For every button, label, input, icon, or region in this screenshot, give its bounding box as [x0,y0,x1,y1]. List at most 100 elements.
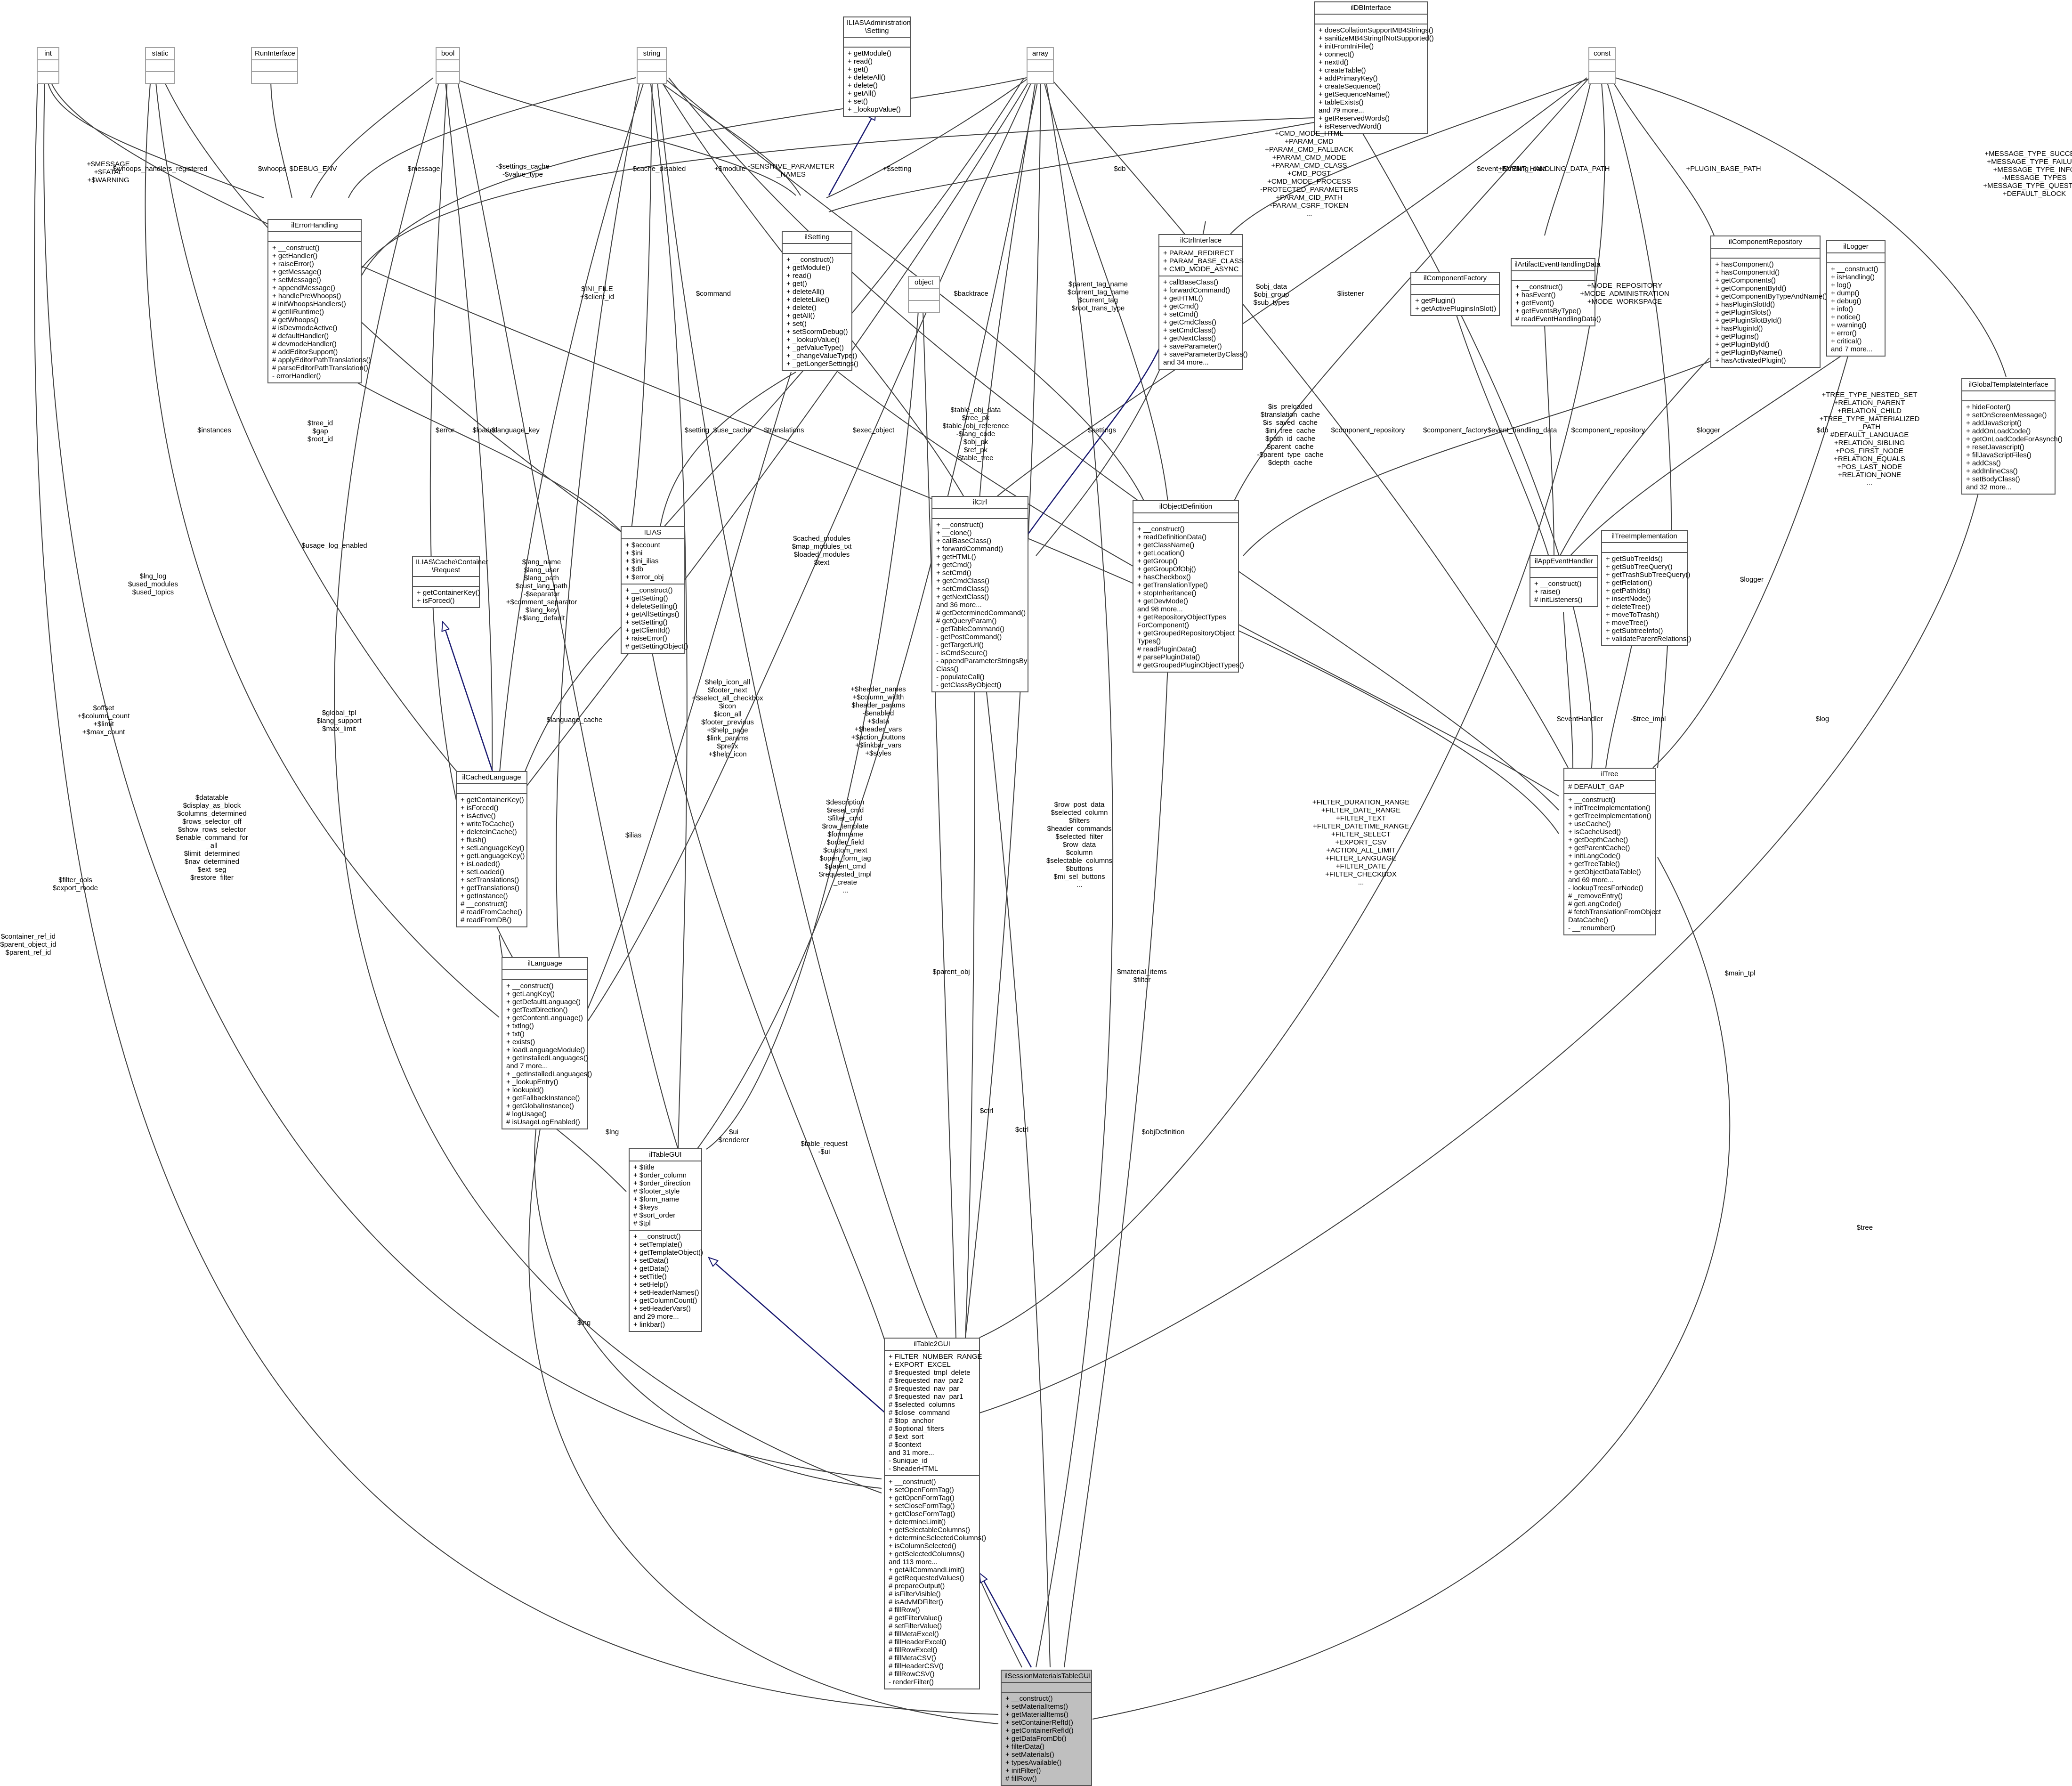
edge-label-line: $backtrace [954,290,988,298]
class-objectdefinition[interactable]: ilObjectDefinition+ __construct()+ readD… [1133,500,1244,673]
edge-string-cachedlanguage [499,77,646,778]
edge-label-line: $tree_pk [962,414,990,422]
class-methods: + callBaseClass()+ forwardCommand()+ get… [1159,276,1248,369]
edge-label-line: $gap [312,427,328,435]
edge-label-line: $INI_FILE [581,285,613,293]
class-method: # parseEditorPathTranslation() [272,364,368,372]
class-method: and 79 more... [1319,106,1364,114]
class-array[interactable]: array [1027,47,1054,84]
class-table2gui[interactable]: ilTable2GUI+ FILTER_NUMBER_RANGE+ EXPORT… [884,1338,986,1689]
class-method: + getReservedWords() [1319,114,1390,122]
class-method: + setHelp() [633,1281,668,1289]
edge-int-main [34,77,999,1715]
class-artifacteventhandlingdata[interactable]: ilArtifactEventHandlingData+ __construct… [1511,258,1601,326]
class-ilias[interactable]: ILIAS+ $account+ $ini+ $ini_ilias+ $db+ … [621,526,688,654]
edge-label: $event_handling_data [1477,165,1546,173]
edge-label: -$tree_impl [1630,715,1666,723]
class-attribute: + $account [625,541,660,549]
class-method: + getGroupOfObj() [1137,565,1196,573]
class-language[interactable]: ilLanguage+ __construct()+ getLangKey()+… [502,957,592,1129]
edge-label-line: +PARAM_CMD_CLASS [1271,162,1347,170]
class-method: + resetJavascript() [1966,443,2024,451]
class-method: + set() [848,97,868,106]
class-method: + setData() [633,1257,669,1265]
class-setting[interactable]: ilSetting+ __construct()+ getModule()+ r… [782,231,858,371]
class-componentfactory[interactable]: ilComponentFactory+ getPlugin()+ getActi… [1410,272,1500,316]
class-runinterface[interactable]: RunInterface [251,47,298,84]
class-method: + insertNode() [1606,595,1651,603]
class-name: ilSetting [783,232,851,244]
class-bool[interactable]: bool [436,47,460,84]
class-method: + getEvent() [1515,299,1554,307]
class-attributes [1827,253,1885,263]
edge-label-line: $tree [1856,1224,1873,1232]
class-name-line: \Setting [865,27,889,35]
class-admin-setting[interactable]: ILIAS\Administration\Setting+ getModule(… [843,16,911,117]
class-globaltemplateinterface[interactable]: ilGlobalTemplateInterface+ hideFooter()+… [1961,378,2063,495]
class-dbinterface[interactable]: ilDBInterface+ doesCollationSupportMB4St… [1314,1,1434,134]
class-method: + getSetting() [625,594,668,602]
edge-label-line: -$lang_code [956,430,996,438]
class-method: + deleteTree() [1606,603,1651,611]
edge-label-line: -$event_handling_data [1485,426,1557,434]
edge-label-line: $translation_cache [1261,411,1320,419]
edge-object-table2gui [923,310,956,1338]
edge-label-line: +FILTER_DATETIME_RANGE [1312,822,1409,830]
class-methods: + __construct()+ setTemplate()+ getTempl… [630,1231,703,1331]
edge-label-line: +RELATION_EQUALS [1834,455,1905,463]
edge-label-line: $custom_next [823,846,867,854]
class-componentrepository[interactable]: ilComponentRepository+ hasComponent()+ h… [1710,235,1827,368]
edge-label-line: $datatable [195,794,229,802]
class-method: # getSettingObject() [625,642,688,650]
class-method: # fillRow() [1005,1775,1037,1783]
edge-bool-table2gui [333,77,882,1494]
class-ctrlinterface[interactable]: ilCtrlInterface+ PARAM_REDIRECT+ PARAM_B… [1158,234,1248,370]
edge-label-line: +$linkbar_vars [855,741,901,749]
edge-label-line: $db [1816,426,1829,434]
class-errorhandling[interactable]: ilErrorHandling+ __construct()+ getHandl… [267,219,371,383]
class-int[interactable]: int [37,47,59,84]
class-attribute: + $order_direction [633,1179,691,1187]
class-method: + getTreeTable() [1568,860,1620,868]
class-treeimplementation[interactable]: ilTreeImplementation+ getSubTreeIds()+ g… [1601,530,1691,646]
edge-const-artifact [1544,77,1592,236]
class-method: - getPostCommand() [936,633,1002,641]
class-ctrl[interactable]: ilCtrl+ __construct()+ __clone()+ callBa… [931,496,1028,692]
class-attributes [1002,1683,1091,1693]
class-methods: + __construct()+ getLangKey()+ getDefaul… [502,980,592,1128]
class-method: + txt() [506,1030,525,1038]
class-tablegui[interactable]: ilTableGUI+ $title+ $order_column+ $orde… [629,1148,703,1332]
edge-setting-ilias [659,372,796,533]
class-method: + setHeaderVars() [633,1305,691,1313]
edge-label: $db [1816,426,1828,434]
class-logger[interactable]: ilLogger+ __construct()+ isHandling()+ l… [1826,240,1886,357]
class-name: ilComponentFactory [1411,273,1499,285]
edge-label: $lng_log$used_modules$used_topics [128,572,178,596]
class-const[interactable]: const [1588,47,1616,84]
class-method: + callBaseClass() [936,537,992,545]
edge-label-line: $header_commands [1047,825,1112,833]
edge-label-line: $buttons [1066,865,1093,873]
edge-label: +$header_names+$column_width$header_para… [850,685,906,757]
class-name-line: ilDBInterface [1351,4,1391,12]
class-method: + setHeaderNames() [633,1289,699,1297]
class-attribute: + FILTER_NUMBER_RANGE [889,1353,982,1361]
class-cachecontainer-request[interactable]: ILIAS\Cache\Container\Request+ getContai… [412,556,488,608]
edge-label-line: $logger [1740,576,1764,584]
inherit-cachedlanguage-request [443,622,495,778]
class-method: + __construct() [272,244,320,252]
edge-label: $obj_data$obj_group$sub_types [1254,283,1290,307]
class-string[interactable]: string [637,47,667,84]
class-sessionmaterialstablegui[interactable]: ilSessionMaterialsTableGUI+ __construct(… [1001,1670,1092,1786]
class-object[interactable]: object [908,276,940,313]
class-method: - getClassByObject() [936,681,1002,689]
class-tree[interactable]: ilTree# DEFAULT_GAP+ __construct()+ init… [1563,768,1661,935]
class-method: + filterData() [1005,1743,1044,1751]
edge-label: $table_obj_data$tree_pk$table_obj_refere… [943,406,1009,462]
class-appeventhandler[interactable]: ilAppEventHandler+ __construct()+ raise(… [1530,555,1598,607]
class-cachedlanguage[interactable]: ilCachedLanguage+ getContainerKey()+ isF… [456,771,527,927]
class-method: + _lookupValue() [786,336,840,344]
inherit-main-table2gui [979,1573,1032,1668]
edge-label-line: +PLUGIN_BASE_PATH [1686,165,1761,173]
class-static[interactable]: static [145,47,175,84]
